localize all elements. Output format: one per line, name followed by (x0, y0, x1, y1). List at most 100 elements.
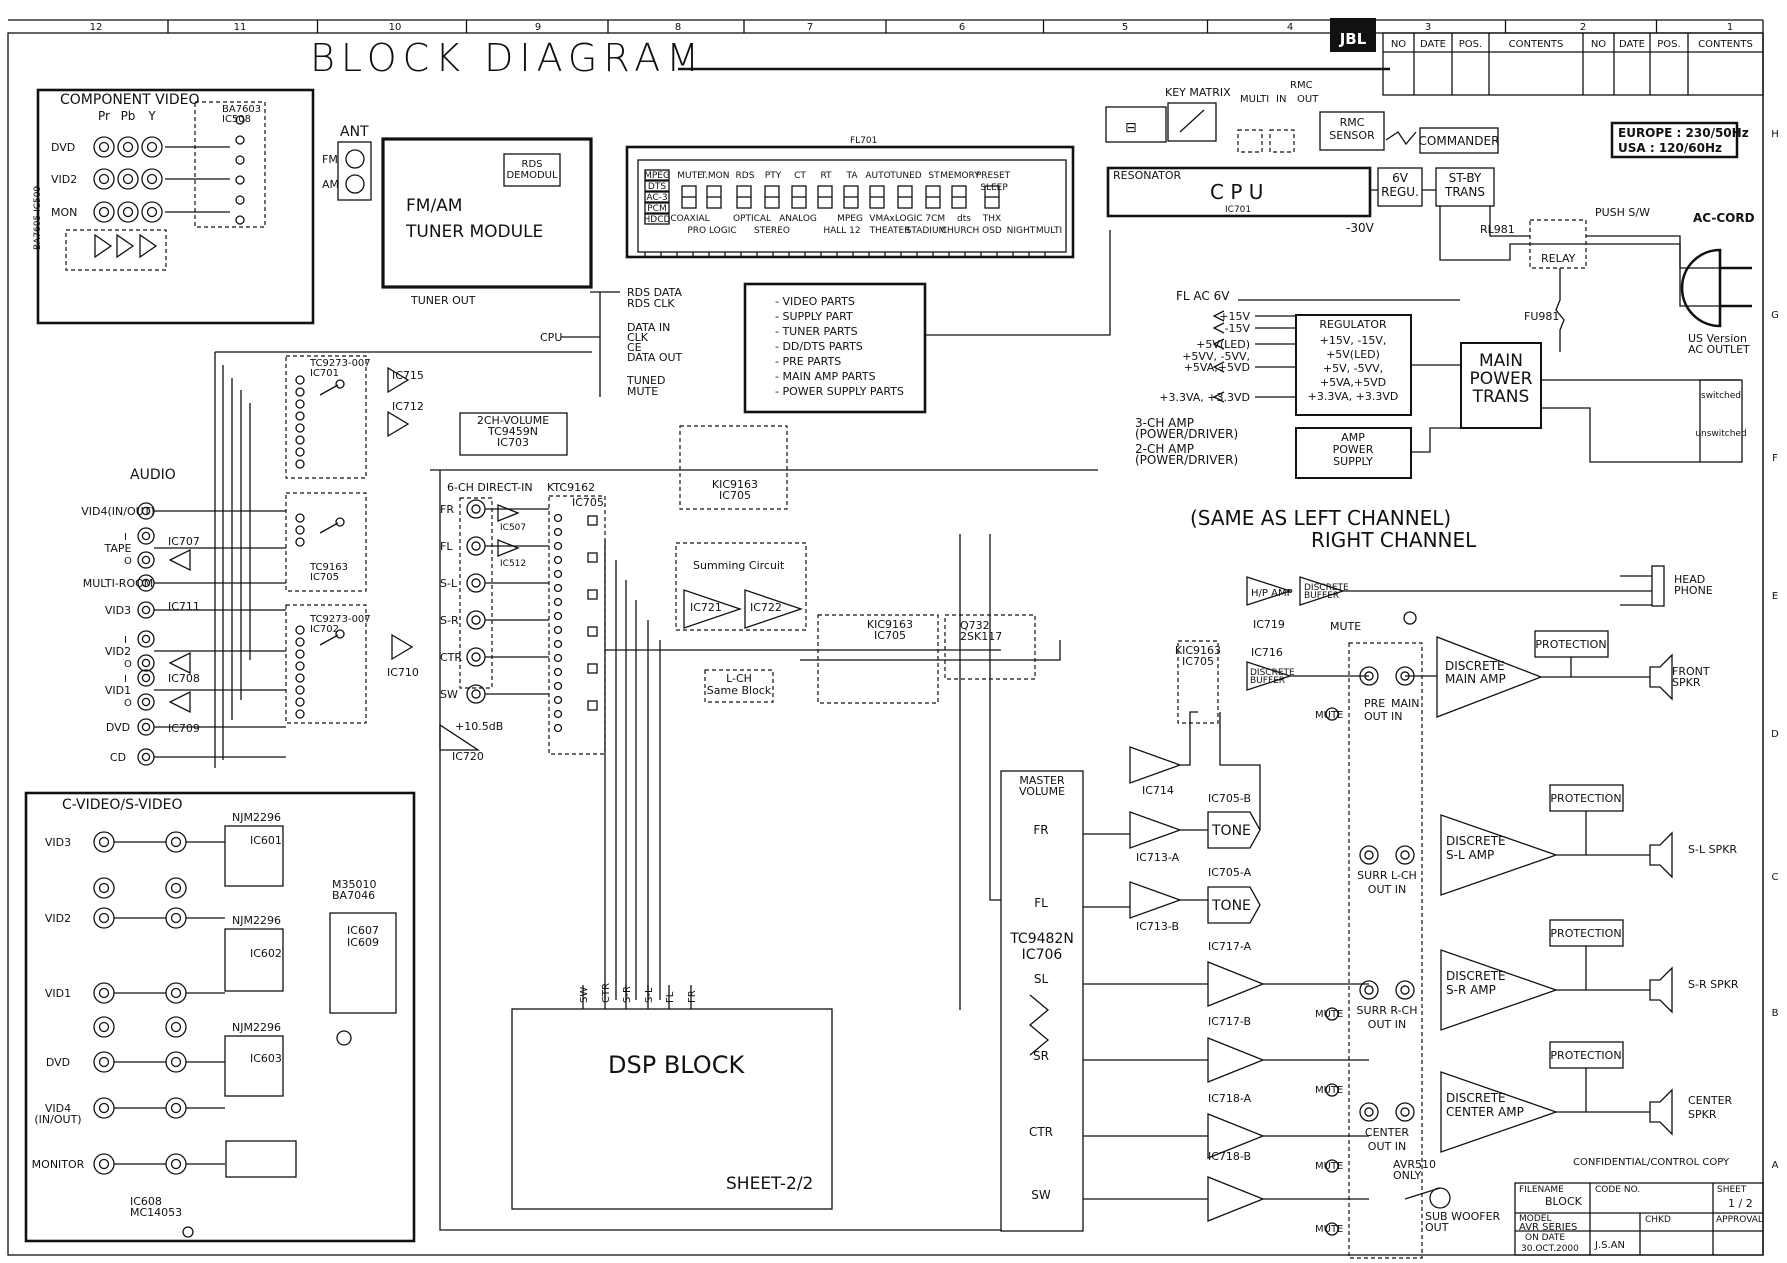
grid-col-3: 3 (1425, 22, 1431, 33)
direct-in-jack-0-core (471, 504, 481, 514)
main-power-trans-block (1460, 342, 1542, 429)
audio-jack-in-5 (137, 669, 155, 687)
relay-ref: RL981 (1480, 223, 1515, 236)
ic508-switch-contact (235, 175, 245, 185)
power-line-b (1489, 206, 1720, 307)
dsp-pin-sr: S-R (622, 986, 633, 1003)
sl-amp-label-1: S-L AMP (1446, 848, 1494, 862)
rmc-in-jack (1269, 129, 1295, 153)
fl-display-id: FL701 (850, 136, 877, 146)
summing-title: Summing Circuit (693, 559, 785, 572)
sr-protection-box (1549, 919, 1624, 947)
trans-out-links (1541, 379, 1740, 463)
fl-display-glass (637, 159, 1067, 253)
selector-contact (295, 661, 305, 671)
ktc-output (587, 589, 598, 600)
front-kic-box (1177, 640, 1219, 724)
amp-3ch-label: 3-CH AMP(POWER/DRIVER) (1135, 416, 1238, 441)
master-ch-sw: SW (1031, 1188, 1051, 1202)
selector-contact (295, 537, 305, 547)
ic601-box (224, 825, 284, 887)
model-value: AVR SERIES (1519, 1222, 1577, 1233)
master-volume-block (1000, 770, 1084, 1232)
fl-indicator-8: TUNED (889, 171, 922, 181)
ic712-label: IC712 (392, 400, 424, 413)
fl-label-5: LOGIC 7CM (895, 214, 945, 224)
fl-tag-box (644, 191, 670, 203)
revision-header-5: DATE (1619, 39, 1645, 50)
sl-amp-icon (1440, 814, 1558, 896)
ic710-label: IC710 (387, 666, 419, 679)
outlet-switched: switched (1701, 391, 1741, 401)
amp-power-supply-block (1295, 427, 1412, 479)
ktc9162-ic: IC705 (572, 496, 604, 509)
ktc-contact (553, 527, 563, 537)
audio-jack-in-1 (137, 527, 155, 545)
fl-label-8: SLEEP (980, 183, 1008, 193)
sl-protection-label: PROTECTION (1550, 792, 1621, 805)
fl-mode-1: STEREO (754, 226, 790, 236)
audio-jack-2-core (141, 578, 151, 588)
ic721-label: IC721 (690, 601, 722, 614)
cvideo-row-0: VID3 (45, 836, 71, 849)
revision-header-3: CONTENTS (1509, 39, 1564, 50)
ktc-output (587, 700, 598, 711)
regulator-line-4: +3.3VA, +3.3VD (1308, 390, 1399, 403)
drawn-by: J.S.AN (1594, 1240, 1625, 1251)
audio-jack-3 (137, 601, 155, 619)
subwoofer-jack-icon (1429, 1187, 1451, 1209)
direct-in-title: 6-CH DIRECT-IN (447, 481, 533, 494)
ktc-contact (553, 709, 563, 719)
region-line-1: EUROPE : 230/50Hz (1618, 126, 1749, 140)
rear-jack-panel (1348, 642, 1423, 1259)
grid-col-2: 2 (1580, 22, 1586, 33)
direct-in-jack-2-core (471, 578, 481, 588)
audio-ic-ic707: IC707 (168, 535, 200, 548)
grid-row-F: F (1772, 453, 1778, 464)
push-sw-label: PUSH S/W (1595, 206, 1650, 219)
selector-switches (295, 375, 345, 719)
cvideo-block (24, 791, 416, 1243)
headphone-jack-icon (1651, 565, 1665, 607)
ant-label: ANT (340, 124, 369, 140)
revision-header-4: NO (1591, 39, 1606, 50)
audio-ic-ic708: IC708 (168, 672, 200, 685)
ic508-switch-contact (235, 215, 245, 225)
ktc-output (587, 515, 598, 526)
lch-box (704, 669, 774, 703)
cvideo-vid2-out-comp-core (170, 882, 182, 894)
selector-contact (295, 685, 305, 695)
ic713a-label: IC713-A (1136, 851, 1180, 864)
fl-indicator-1: T.MON (700, 171, 730, 181)
surround-amp-icon-0 (1207, 961, 1265, 1007)
tuner-bus-wire (561, 291, 620, 397)
fl-indicator-11: PRESET (976, 171, 1011, 181)
cvideo-svideo-jack-0-core (98, 836, 110, 848)
grid-col-8: 8 (675, 22, 681, 33)
sr-spk-label-0: S-R SPKR (1688, 978, 1739, 991)
component-jack-dvd-pr-core (98, 141, 110, 153)
ac-plug-icon (1680, 248, 1722, 328)
tuner-bus-label-6: TUNED (626, 374, 665, 387)
selector-contact (295, 513, 305, 523)
audio-jack-in-1-core (141, 531, 151, 541)
tuner-bus-label-0: RDS DATA (627, 286, 682, 299)
approval-label: APPROVAL (1716, 1215, 1763, 1225)
ic509-buffer-icon (94, 233, 113, 259)
ic603-label: IC603 (250, 1052, 282, 1065)
diagram-title: BLOCK DIAGRAM (310, 36, 705, 80)
tone-b-ref: IC705-A (1208, 866, 1252, 879)
audio-io-out: O (124, 698, 132, 709)
rail-label-4: +3.3VA, +3.3VD (1159, 391, 1250, 404)
grid-col-12: 12 (90, 22, 103, 33)
ic508-switch-contact (235, 115, 245, 125)
selector-contact (295, 649, 305, 659)
ktc-contact (553, 653, 563, 663)
audio-io-out: O (124, 659, 132, 670)
